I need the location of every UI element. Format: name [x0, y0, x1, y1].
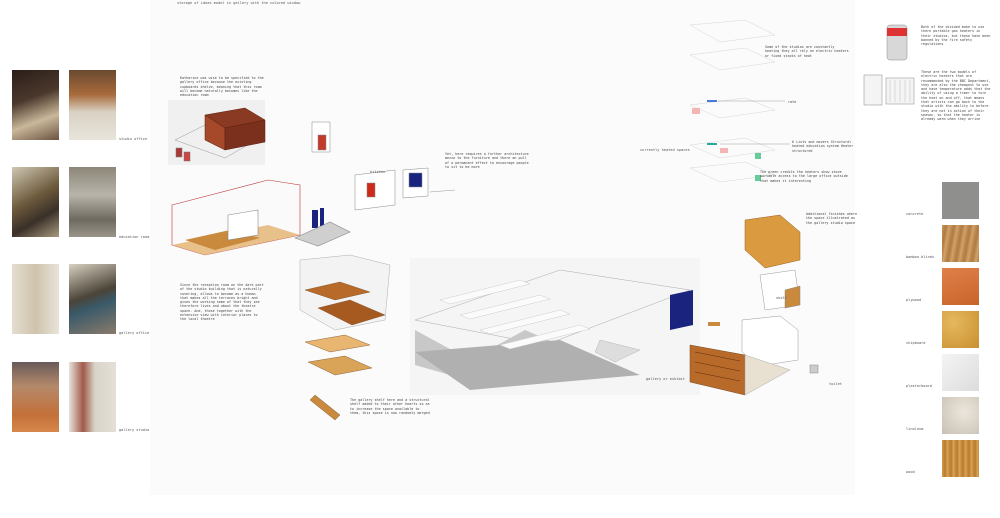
note-electric-heaters: These are the two models of electric hea…: [921, 70, 991, 122]
note-green-credits: The green credits the heaters show stove…: [760, 170, 848, 183]
swatch-plywood: [942, 268, 979, 305]
photo-education-a: [12, 167, 59, 237]
material-label-wood: wood: [906, 470, 915, 474]
photo-gallery-office-b: [69, 264, 116, 334]
toilet-drawing: [744, 214, 801, 311]
header-note: storage of ideas model in gallery with t…: [177, 1, 301, 5]
swatch-plasterboard: [942, 354, 979, 391]
material-label-plywood: plywood: [906, 298, 922, 302]
note-furniture: Yet, here requires a further architectur…: [445, 152, 529, 169]
drawing-sheet: [150, 0, 855, 495]
photo-label-studio-office: studio office: [119, 137, 148, 141]
note-gas-heaters: Both of the divided make to use there po…: [921, 25, 991, 47]
material-label-concrete: concrete: [906, 212, 924, 216]
kitchen-unit-drawing: [354, 167, 456, 211]
photo-gallery-office-a: [12, 264, 59, 334]
note-studios-heating: Some of the studios are constantly heati…: [765, 45, 849, 58]
gallery-drawing: [410, 258, 700, 395]
photo-education-b: [69, 167, 116, 237]
tag-toilet: toilet: [829, 382, 842, 386]
tag-gallery: gallery or exhibit: [646, 377, 685, 381]
tag-kitchen: kitchen: [370, 170, 386, 174]
material-label-chipboard: chipboard: [906, 341, 926, 345]
photo-label-gallery-office: gallery office: [119, 331, 150, 335]
material-label-linoleum: linoleum: [906, 427, 924, 431]
photo-studio-office-a: [12, 70, 59, 140]
cabinet-drawing: [311, 121, 331, 153]
material-label-plasterboard: plasterboard: [906, 384, 932, 388]
swatch-chipboard: [942, 311, 979, 348]
office-box-drawing: [168, 100, 266, 165]
tag-shelf: shelf: [776, 296, 787, 300]
tag-currently-heated: currently heated spaces: [640, 148, 690, 152]
kitchen-shelves-drawing: [689, 315, 819, 396]
photo-label-gallery-studio: gallery studio: [119, 428, 150, 432]
mezzanine-exploded-drawing: [299, 254, 391, 421]
heater-images: [863, 24, 915, 106]
photo-gallery-studio-a: [12, 362, 59, 432]
photo-studio-office-b: [69, 70, 116, 140]
heated-spaces-drawing: [689, 19, 790, 183]
note-office: Katharine was wise to be specified to th…: [180, 76, 264, 98]
note-lists: 6 Lists and movers Structural heated edu…: [792, 140, 854, 153]
swatch-concrete: [942, 182, 979, 219]
note-gallery-shelf: The gallery shelf here and a structural …: [350, 398, 430, 415]
note-reception: Since the reception room on the dark par…: [180, 283, 264, 322]
reception-room-drawing: [171, 179, 351, 256]
swatch-linoleum: [942, 397, 979, 434]
swatch-wood: [942, 440, 979, 477]
note-rate: rate: [788, 100, 797, 104]
photo-label-education-room: education room: [119, 235, 150, 239]
note-finishes: Additional finishes where the space illu…: [806, 212, 858, 225]
photo-gallery-studio-b: [69, 362, 116, 432]
swatch-bamboo: [942, 225, 979, 262]
material-label-bamboo: bamboo blinds: [906, 255, 935, 259]
